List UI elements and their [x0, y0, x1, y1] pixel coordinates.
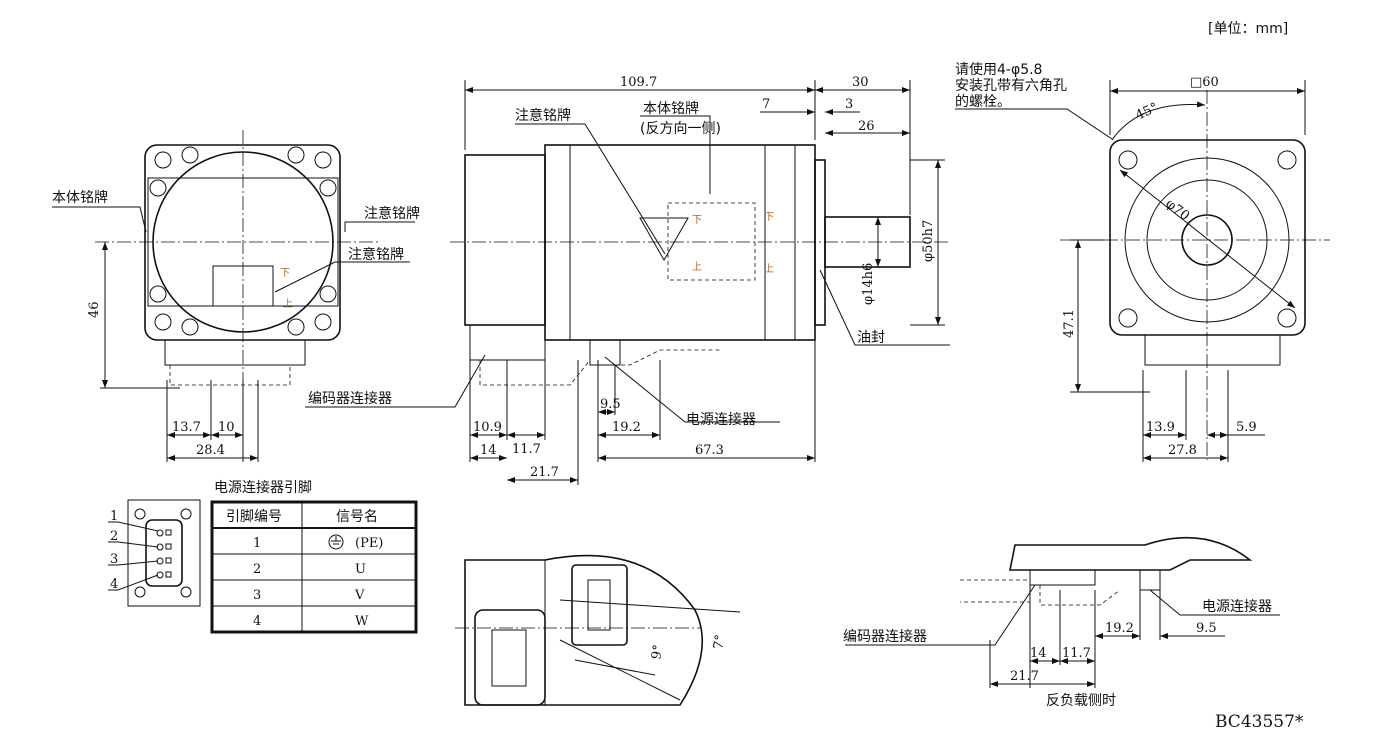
- body-nameplate-label: 本体铭牌: [52, 189, 108, 206]
- dim-19-2: 19.2: [612, 420, 641, 435]
- dim-14: 14: [480, 443, 497, 458]
- dim-30: 30: [852, 75, 869, 90]
- dim-26: 26: [858, 119, 875, 134]
- angle-7: 7°: [711, 634, 728, 651]
- up-mark-2: 上: [764, 263, 774, 275]
- pin-callout-4: 4: [110, 577, 118, 592]
- dim-phi14: φ14h6: [861, 263, 876, 305]
- pin-2: 2: [253, 562, 261, 577]
- power-connector-label-2: 电源连接器: [1202, 598, 1272, 615]
- ground-icon: [328, 534, 344, 550]
- pin-3: 3: [253, 588, 261, 603]
- unit-label: [单位：mm]: [1208, 21, 1288, 37]
- dim-7: 7: [762, 97, 770, 112]
- pin-1: 1: [253, 536, 261, 551]
- dim-9-5: 9.5: [600, 397, 621, 412]
- dim-109-7: 109.7: [620, 75, 657, 90]
- dim-10-9: 10.9: [473, 420, 502, 435]
- dim-27-8: 27.8: [1168, 443, 1197, 458]
- front-view: 下 上 本体铭牌 注意铭牌 注意铭牌 46 13.7 10 28.4: [52, 130, 420, 462]
- dim-5-9: 5.9: [1236, 420, 1257, 435]
- dim-46: 46: [87, 301, 102, 318]
- caution-nameplate-label: 注意铭牌: [515, 107, 571, 124]
- dim-3: 3: [845, 97, 853, 112]
- mounting-note-line2: 安装孔带有六角孔: [955, 78, 1067, 94]
- down-mark: 下: [280, 268, 290, 279]
- flange-view: 请使用4-φ5.8 安装孔带有六角孔 的螺栓。 □60 45° φ70 47.1…: [955, 61, 1330, 462]
- dim-phi70: φ70: [1163, 196, 1192, 224]
- dim-13-9: 13.9: [1146, 420, 1175, 435]
- drawing-number: BC43557*: [1215, 712, 1304, 732]
- reverse-view-caption: 反负载侧时: [1046, 693, 1116, 709]
- angle-45: 45°: [1133, 100, 1160, 123]
- dim-14-rev: 14: [1030, 646, 1047, 661]
- dim-21-7: 21.7: [530, 465, 559, 480]
- dim-11-7-rev: 11.7: [1062, 646, 1091, 661]
- mounting-note-line1: 请使用4-φ5.8: [955, 61, 1042, 78]
- dim-21-7-rev: 21.7: [1010, 669, 1039, 684]
- dim-28-4: 28.4: [196, 443, 225, 458]
- pin-table-title: 电源连接器引脚: [214, 479, 312, 496]
- encoder-connector-label-2: 编码器连接器: [843, 628, 927, 645]
- dim-phi50: φ50h7: [921, 220, 936, 262]
- power-connector-label: 电源连接器: [686, 411, 756, 428]
- down-mark: 下: [692, 215, 702, 226]
- encoder-connector-label: 编码器连接器: [308, 390, 392, 407]
- signal-w: W: [355, 614, 369, 629]
- dim-67-3: 67.3: [695, 443, 724, 458]
- pin-diagram: 1 2 3 4: [108, 499, 201, 607]
- side-view: 下 上 下 上 109.7 30 7 3 26 注意铭牌 本体铭牌 (反方向一侧…: [305, 75, 950, 485]
- signal-v: V: [354, 588, 365, 603]
- header-signal-name: 信号名: [336, 509, 378, 525]
- bottom-view: 9° 7°: [455, 554, 741, 706]
- opposite-side-label: (反方向一侧): [640, 121, 721, 137]
- dim-19-2-rev: 19.2: [1105, 621, 1134, 636]
- up-mark: 上: [692, 261, 702, 273]
- up-mark: 上: [283, 298, 293, 310]
- signal-u: U: [355, 562, 366, 577]
- signal-pe: (PE): [355, 536, 383, 551]
- body-nameplate-label: 本体铭牌: [643, 100, 699, 117]
- angle-9: 9°: [649, 644, 666, 661]
- down-mark-2: 下: [764, 212, 774, 223]
- caution-nameplate-label: 注意铭牌: [364, 205, 420, 222]
- dim-13-7: 13.7: [172, 420, 201, 435]
- pin-callout-3: 3: [110, 552, 118, 567]
- header-pin-number: 引脚编号: [226, 509, 282, 525]
- dim-10: 10: [218, 420, 235, 435]
- reverse-view: 电源连接器 编码器连接器 19.2 9.5 14 11.7 21.7 反负载侧时: [843, 536, 1280, 709]
- dim-square-60: □60: [1190, 75, 1219, 90]
- dim-47-1: 47.1: [1062, 309, 1077, 338]
- pin-callout-1: 1: [110, 509, 118, 524]
- pin-table: 电源连接器引脚 引脚编号 信号名 1 (PE) 2 U 3 V 4 W: [210, 479, 418, 634]
- dim-9-5-rev: 9.5: [1196, 621, 1217, 636]
- mounting-note-line3: 的螺栓。: [955, 94, 1011, 110]
- dim-11-7: 11.7: [512, 442, 541, 457]
- caution-nameplate-label-2: 注意铭牌: [348, 246, 404, 263]
- pin-4: 4: [253, 614, 261, 629]
- pin-callout-2: 2: [110, 529, 118, 544]
- oil-seal-label: 油封: [857, 330, 885, 346]
